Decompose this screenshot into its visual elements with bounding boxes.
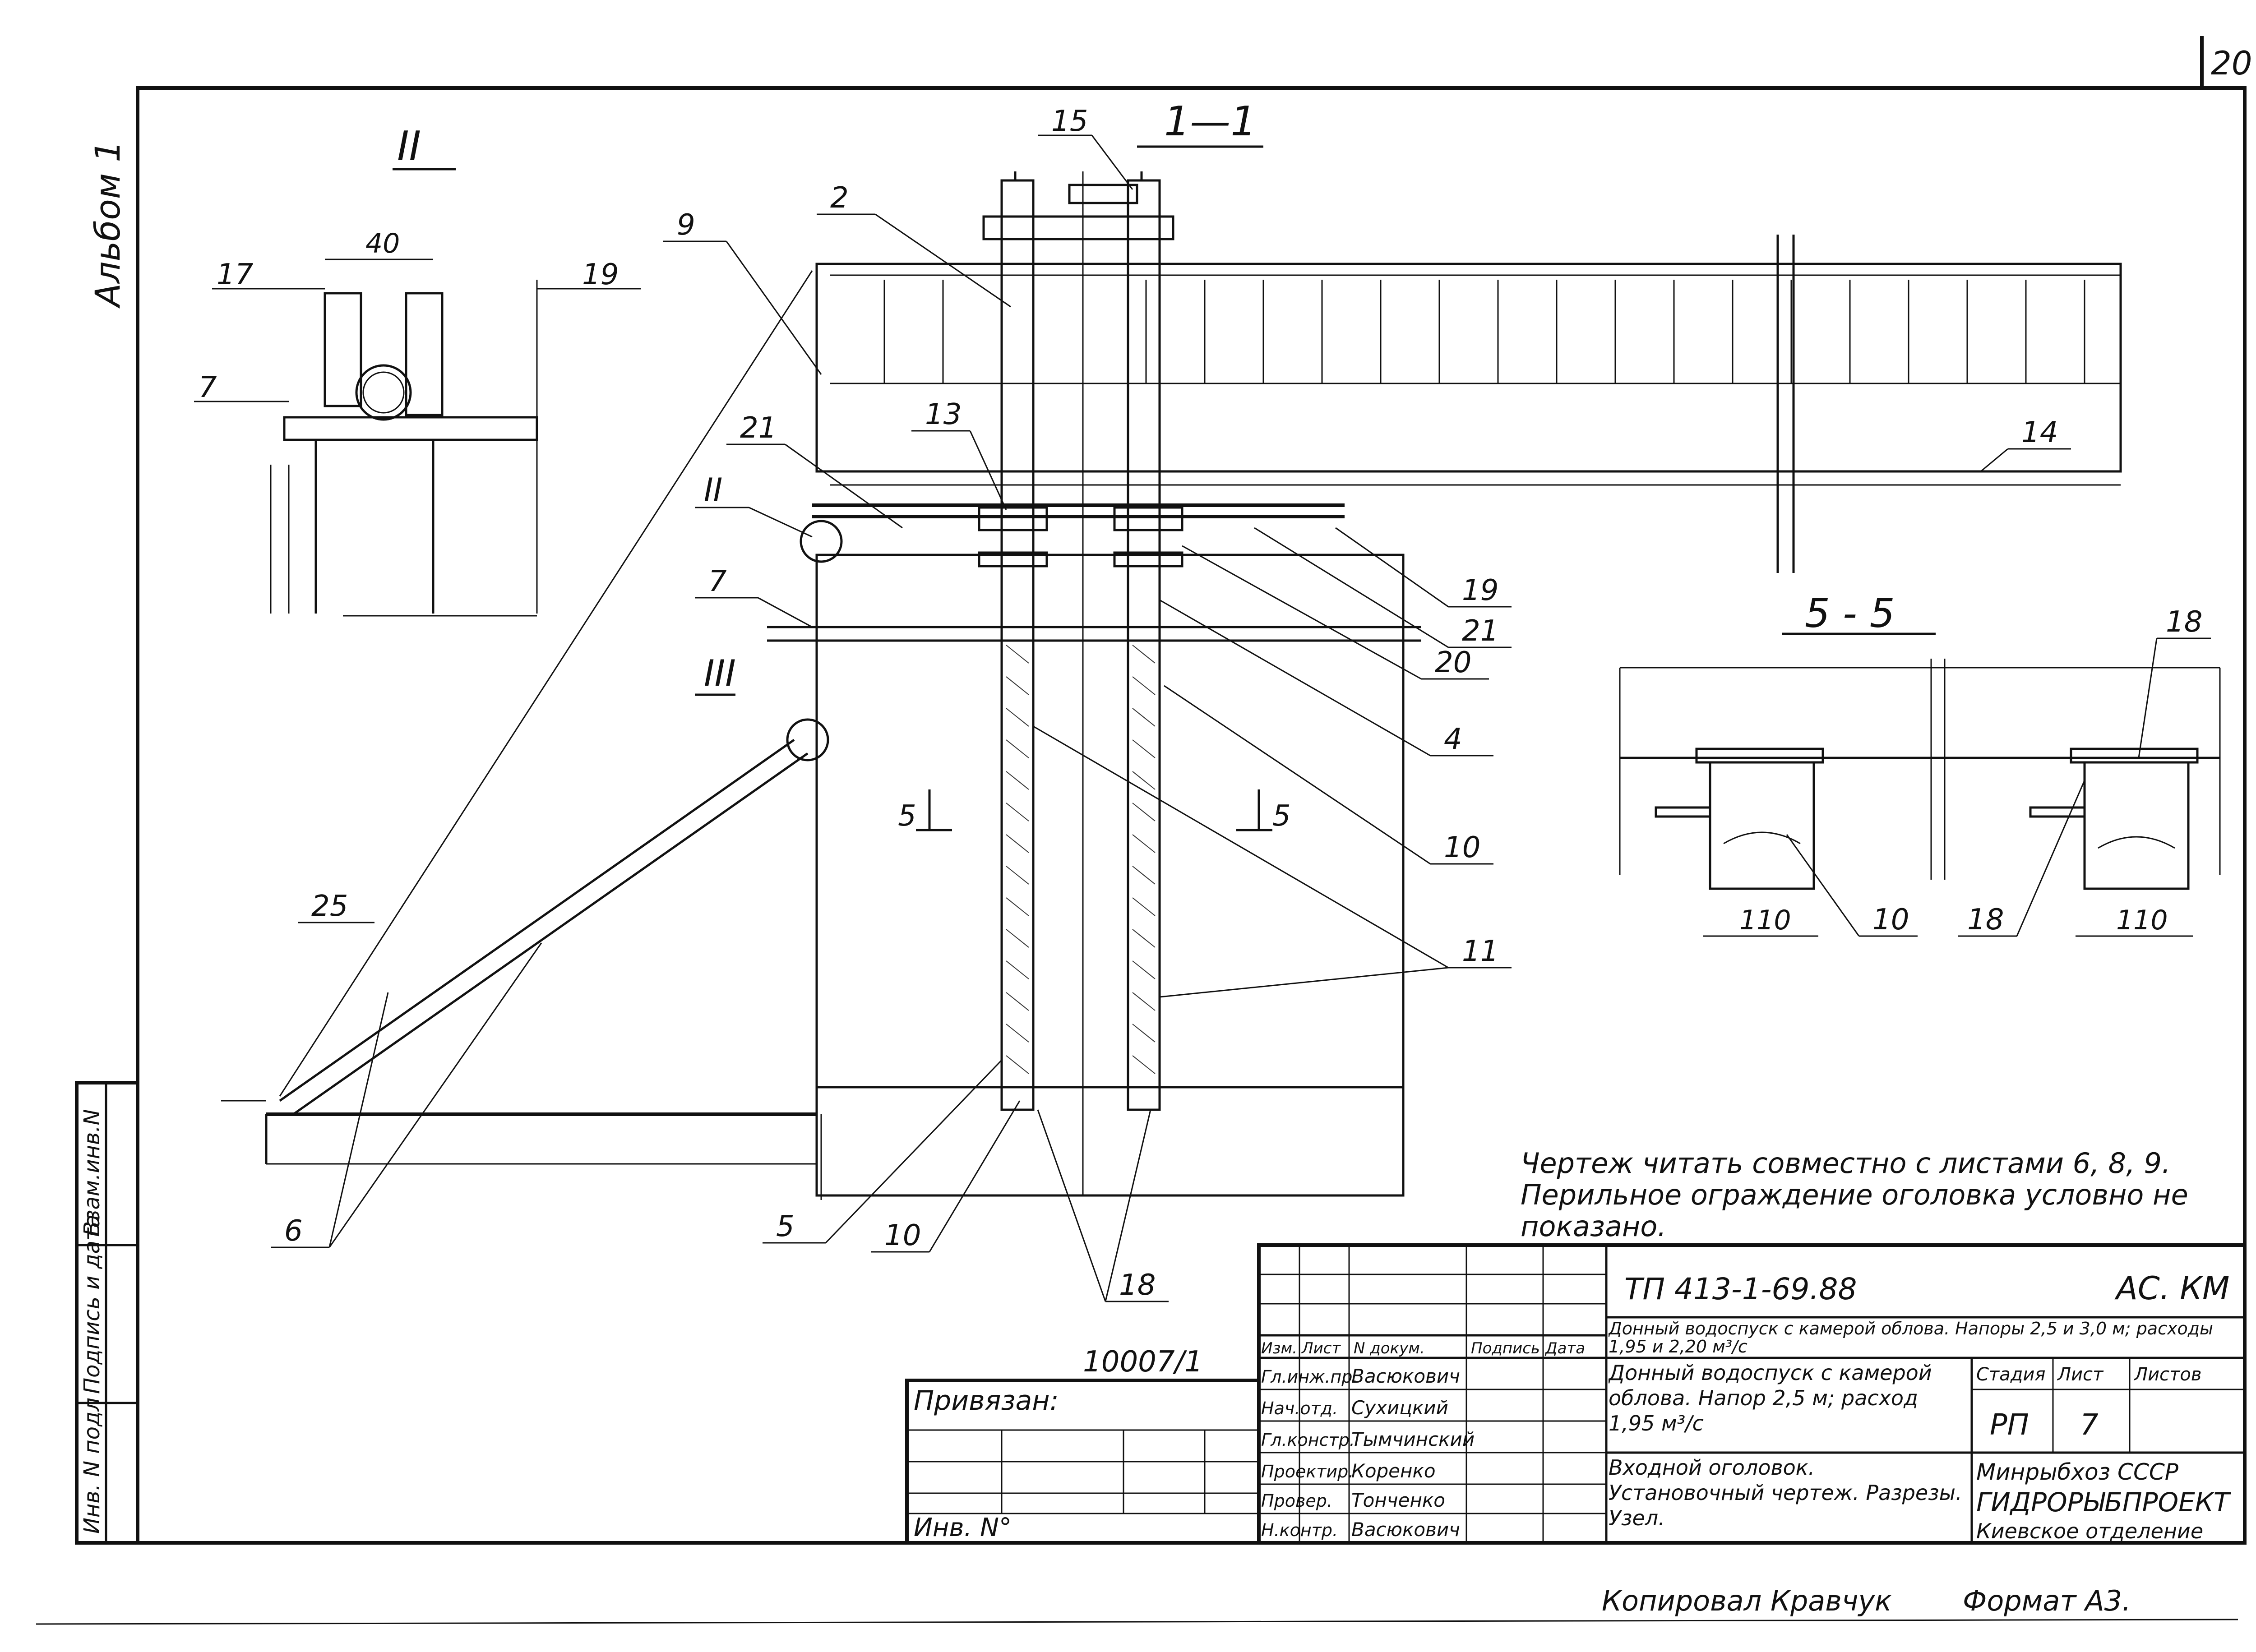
callout-11: 11 <box>1462 935 1498 968</box>
name-4: Тонченко <box>1351 1489 1445 1511</box>
callout-13: 13 <box>925 398 962 431</box>
callout-10c: 10 <box>1872 903 1909 937</box>
callout-7: 7 <box>708 565 727 598</box>
callout-II: II <box>704 471 722 508</box>
callout-18c: 18 <box>1967 903 2004 937</box>
project-code: ТП 413-1-69.88 <box>1624 1272 1857 1306</box>
section-1-1-title: 1—1 <box>1164 98 1257 145</box>
role-4: Провер. <box>1261 1491 1332 1511</box>
section-5-5: 5 - 5 110 110 <box>1619 590 2221 937</box>
title-project: Донный водоспуск с камерой облова. Напор… <box>1609 1320 2214 1357</box>
callout-6: 6 <box>284 1214 303 1248</box>
name-3: Коренко <box>1351 1460 1436 1482</box>
doc-number: 10007/1 <box>1083 1345 1203 1379</box>
name-2: Тымчинский <box>1351 1428 1475 1450</box>
title-drawing: Входной оголовок. Установочный чертеж. Р… <box>1609 1455 1962 1530</box>
section-5-dim-right: 110 <box>2116 904 2168 936</box>
copied-by: Копировал Кравчук <box>1602 1584 1892 1617</box>
org-line-2: ГИДРОРЫБПРОЕКТ <box>1976 1487 2232 1518</box>
page-number: 20 <box>2211 44 2252 82</box>
callout-21a: 21 <box>740 411 777 445</box>
cut-marks: 5 5 <box>898 789 1291 833</box>
note-line-1: Чертеж читать совместно с листами 6, 8, … <box>1521 1147 2171 1180</box>
name-1: Сухицкий <box>1351 1397 1448 1419</box>
detail-II: II 40 <box>194 123 641 617</box>
callout-5: 5 <box>776 1210 795 1243</box>
callout-18b: 18 <box>2166 605 2202 639</box>
album-label: Альбом 1 <box>88 140 128 309</box>
side-field-inv: Инв. N подл <box>79 1398 105 1534</box>
sheet-label: Лист <box>2057 1364 2104 1385</box>
callout-21b: 21 <box>1462 614 1498 648</box>
callout-19b: 19 <box>582 258 619 291</box>
note-line-3: показано. <box>1521 1210 1666 1243</box>
callout-7-detail: 7 <box>199 371 217 404</box>
callout-10b: 10 <box>1444 831 1480 864</box>
side-stamp: Инв. N подл Подпись и дата Взам.инв.N <box>75 1081 139 1545</box>
callout-15: 15 <box>1051 105 1088 138</box>
callout-20: 20 <box>1435 646 1471 679</box>
name-5: Васюкович <box>1351 1518 1460 1541</box>
detail-II-title: II <box>397 123 421 170</box>
railing-posts <box>883 280 2085 383</box>
section-5-dim-left: 110 <box>1739 904 1791 936</box>
note-line-2: Перильное ограждение оголовка условно не <box>1521 1178 2188 1211</box>
callout-14: 14 <box>2021 416 2058 449</box>
role-1: Нач.отд. <box>1261 1398 1338 1418</box>
stage-value: РП <box>1990 1408 2029 1442</box>
section-1-1: 1—1 <box>221 98 2122 1200</box>
callout-4: 4 <box>1444 723 1462 756</box>
callout-10a: 10 <box>884 1219 921 1252</box>
side-field-sign: Подпись и дата <box>79 1214 105 1394</box>
callout-19a: 19 <box>1462 574 1498 607</box>
name-0: Васюкович <box>1351 1365 1460 1387</box>
section-5-5-title: 5 - 5 <box>1805 590 1895 637</box>
sheet-format: Формат А3. <box>1963 1584 2131 1617</box>
sheet-number: 7 <box>2080 1408 2099 1442</box>
inv-label: Инв. N° <box>914 1513 1012 1542</box>
stage-label: Стадия <box>1976 1364 2045 1385</box>
bound-label: Привязан: <box>914 1385 1059 1417</box>
col-header-sign: Подпись <box>1471 1339 1540 1357</box>
cut-mark-left: 5 <box>898 799 916 833</box>
role-2: Гл.констр. <box>1261 1430 1355 1450</box>
callouts: 15 2 9 13 21 II 7 25 6 5 10 18 11 10 4 2… <box>199 105 2211 1302</box>
callout-9: 9 <box>677 208 695 242</box>
tube-hatch <box>1006 645 1156 1074</box>
role-3: Проектир. <box>1261 1462 1354 1481</box>
sheets-label: Листов <box>2133 1364 2201 1385</box>
callout-25: 25 <box>311 890 348 923</box>
cut-mark-right: 5 <box>1272 799 1291 833</box>
drawing-mark: АС. КМ <box>2114 1270 2229 1307</box>
col-header-doc: N докум. <box>1354 1339 1425 1357</box>
org-line-3: Киевское отделение <box>1976 1519 2203 1543</box>
side-field-replace: Взам.инв.N <box>79 1109 105 1236</box>
detail-III-title: III <box>704 652 736 694</box>
callout-2: 2 <box>830 181 849 215</box>
col-header-list: Лист <box>1301 1339 1341 1357</box>
col-header-izm: Изм. <box>1261 1339 1297 1357</box>
detail-II-dim: 40 <box>365 228 400 259</box>
notes: Чертеж читать совместно с листами 6, 8, … <box>1521 1147 2188 1243</box>
title-sheet: Донный водоспуск с камерой облова. Напор… <box>1609 1361 1932 1435</box>
org-line-1: Минрыбхоз СССР <box>1976 1459 2179 1485</box>
col-header-date: Дата <box>1544 1339 1585 1357</box>
role-0: Гл.инж.пр. <box>1261 1367 1358 1387</box>
role-5: Н.контр. <box>1261 1520 1338 1540</box>
callout-17: 17 <box>217 258 254 291</box>
title-block: 10007/1 Привязан: Инв. N° ТП 413-1-69.88… <box>905 1243 2247 1545</box>
callout-18a: 18 <box>1119 1269 1156 1302</box>
